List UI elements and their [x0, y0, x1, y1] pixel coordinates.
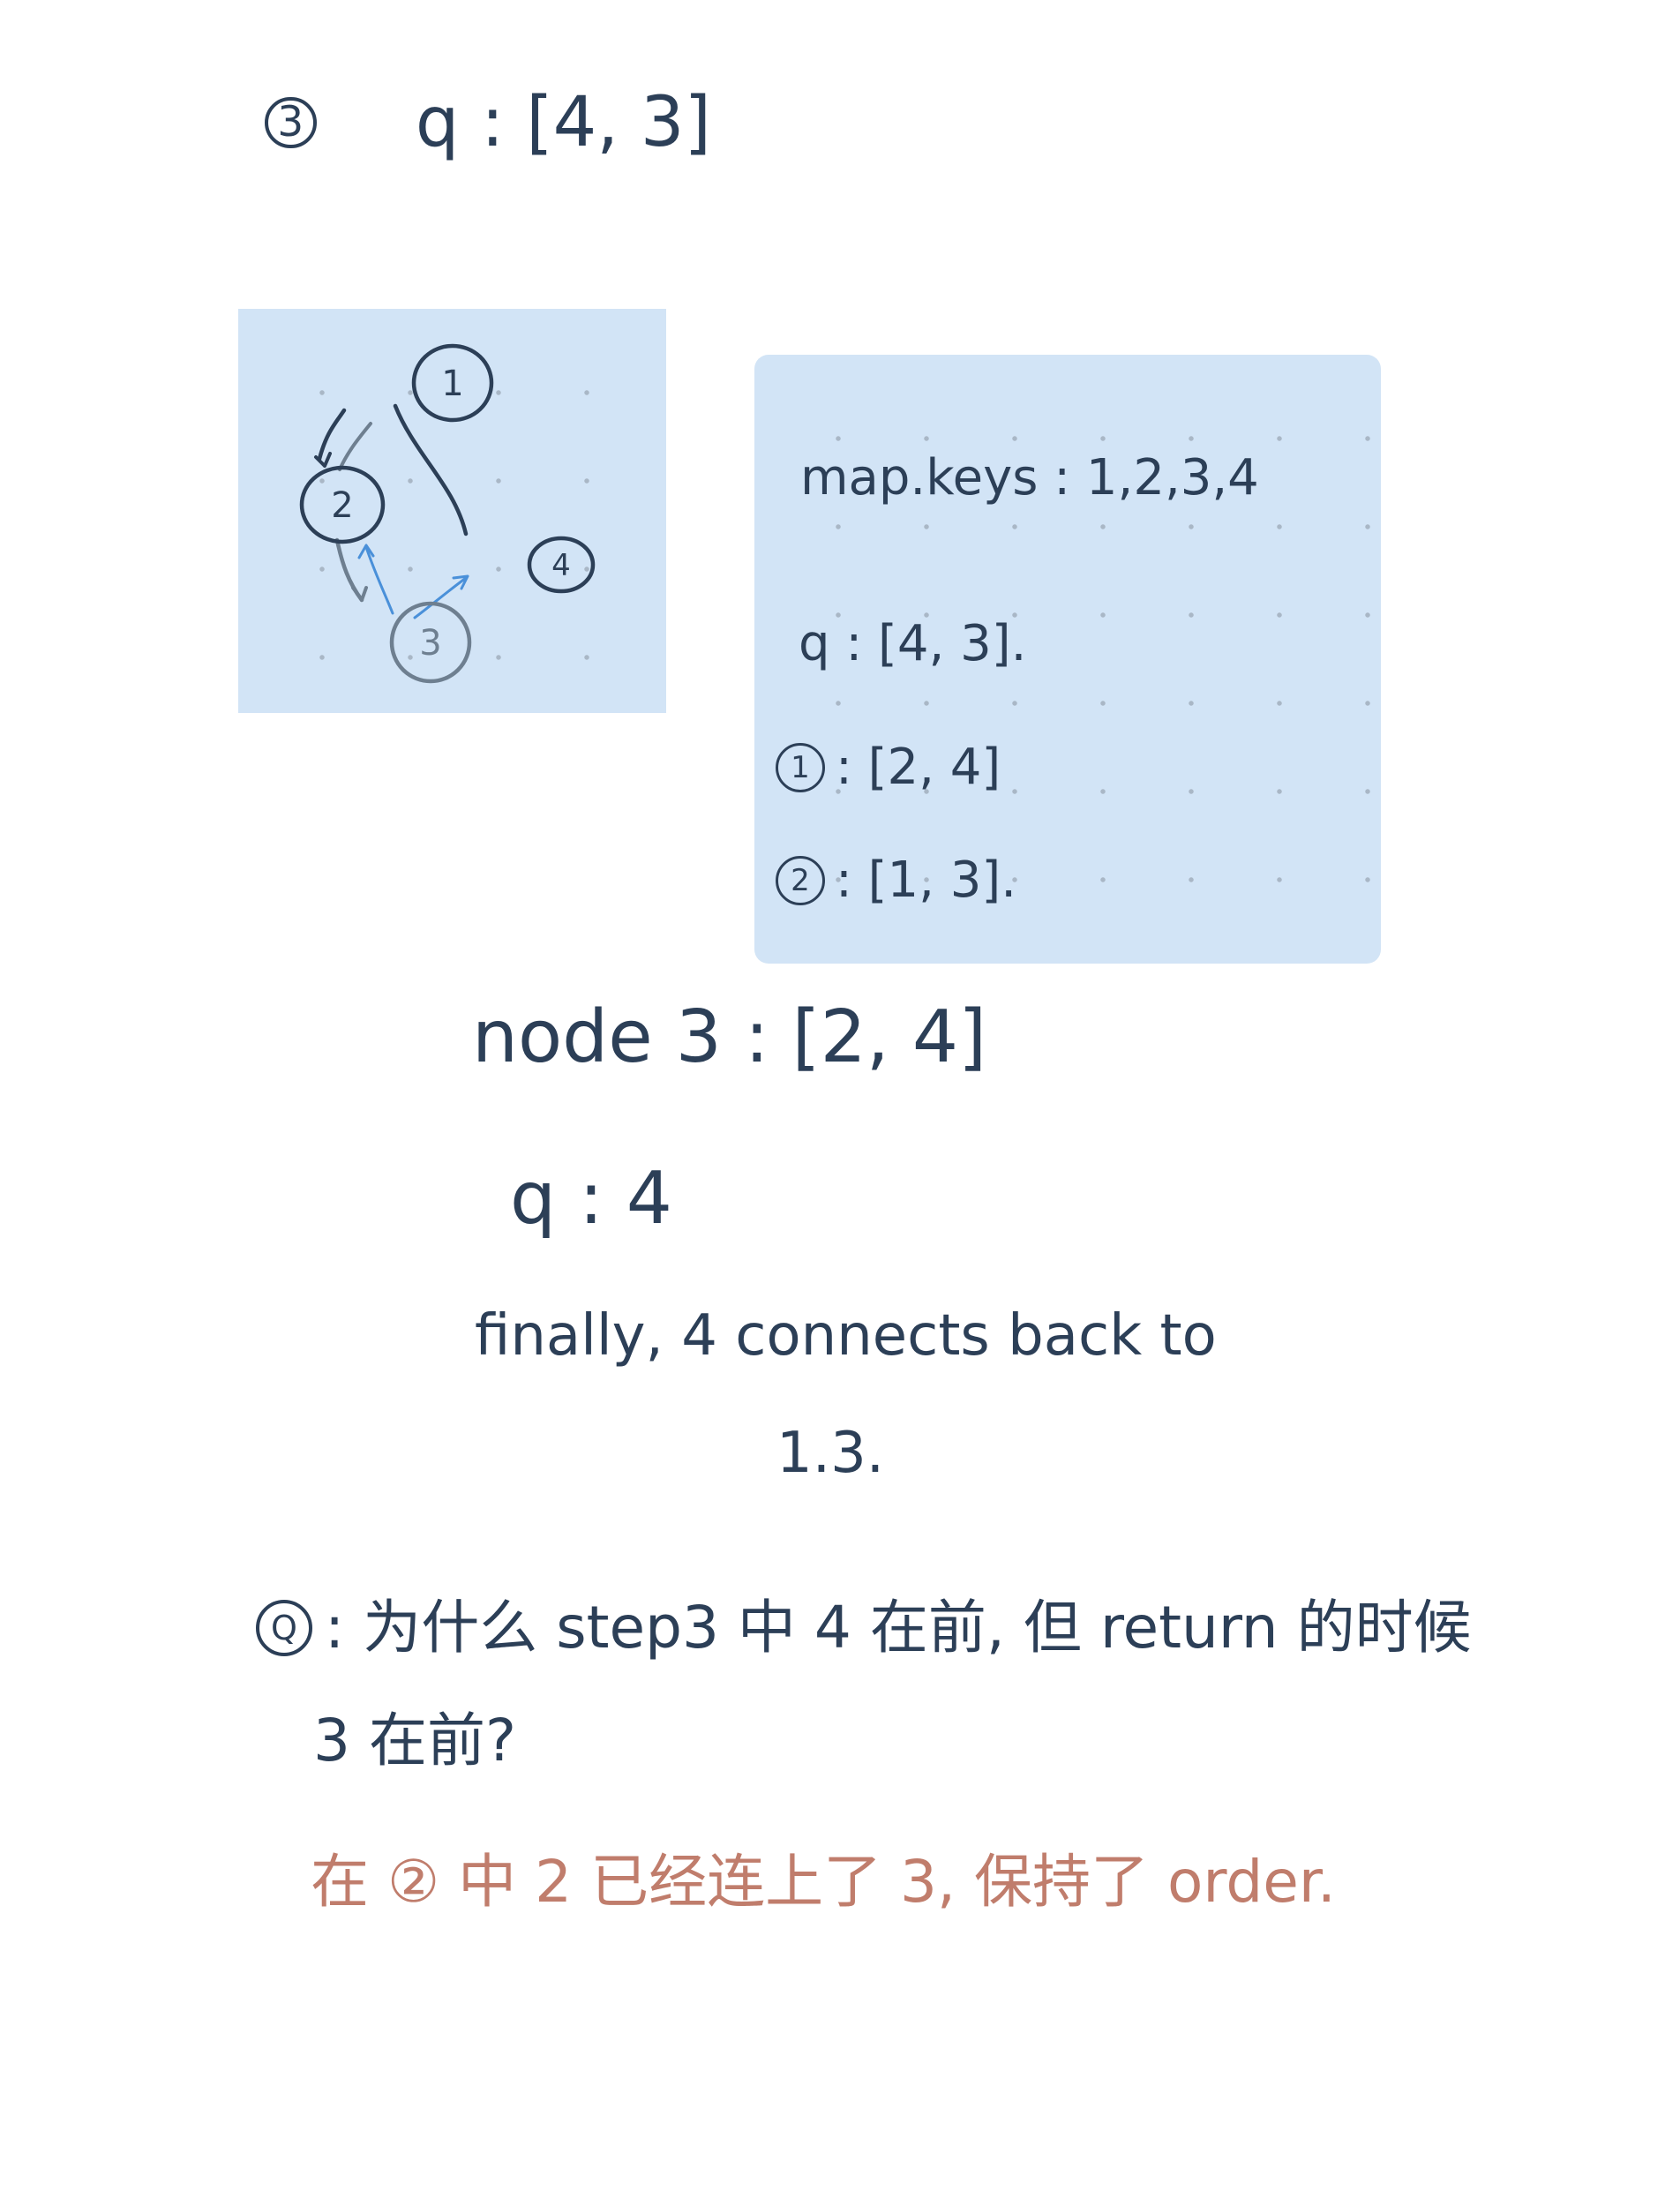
question-line: Q : 为什么 step3 中 4 在前, 但 return 的时候 [256, 1599, 1472, 1657]
arrowhead-3-4 [452, 574, 469, 590]
step-queue-text: q : [4, 3] [415, 83, 711, 162]
graph-node-1: 1 [411, 343, 494, 423]
arrowhead-3-2 [357, 544, 375, 559]
node3-neighbors-text: node 3 : [2, 4] [472, 995, 987, 1079]
map-queue-text: q : [4, 3]. [799, 615, 1027, 672]
map-node-1-text: : [2, 4] [836, 739, 1001, 796]
finally-text-continued: 1.3. [776, 1421, 885, 1486]
edge-3-4 [413, 576, 468, 619]
map-panel: map.keys : 1,2,3,4 q : [4, 3]. 1 : [2, 4… [754, 355, 1381, 964]
graph-node-2: 2 [299, 465, 386, 544]
graph-node-4-label: 4 [551, 548, 571, 583]
map-node-2-circle: 2 [776, 856, 825, 905]
graph-node-2-label: 2 [331, 485, 353, 526]
edge-2-3 [334, 537, 364, 603]
edge-1-4 [393, 403, 469, 536]
edge-2-1-return [338, 422, 372, 471]
arrowhead-2-3 [351, 586, 368, 602]
edge-3-2 [364, 545, 394, 615]
graph-node-3-label: 3 [419, 623, 441, 664]
graph-node-3: 3 [389, 601, 472, 684]
graph-node-1-label: 1 [441, 364, 463, 404]
finally-text: finally, 4 connects back to [475, 1303, 1217, 1369]
graph-node-4: 4 [527, 536, 596, 594]
map-node-2-entry: 2 : [1, 3]. [776, 856, 1016, 905]
question-circle: Q [256, 1600, 312, 1656]
map-node-2-text: : [1, 3]. [836, 852, 1017, 909]
queue-after-text: q : 4 [510, 1157, 672, 1241]
question-text-continued: 3 在前? [313, 1707, 517, 1775]
graph-panel: 1 2 3 4 [238, 309, 666, 713]
edge-1-2 [317, 408, 347, 461]
arrowhead-1-2 [314, 452, 332, 468]
step-number-circle: 3 [265, 96, 317, 149]
map-node-1-entry: 1 : [2, 4] [776, 743, 1001, 792]
map-keys-text: map.keys : 1,2,3,4 [800, 449, 1259, 506]
map-node-1-circle: 1 [776, 743, 825, 792]
graph-diagram: 1 2 3 4 [299, 343, 596, 684]
answer-text: 在 ② 中 2 已经连上了 3, 保持了 order. [311, 1848, 1336, 1916]
step-heading: 3 q : [4, 3] [265, 88, 711, 157]
question-text: : 为什么 step3 中 4 在前, 但 return 的时候 [325, 1594, 1472, 1662]
